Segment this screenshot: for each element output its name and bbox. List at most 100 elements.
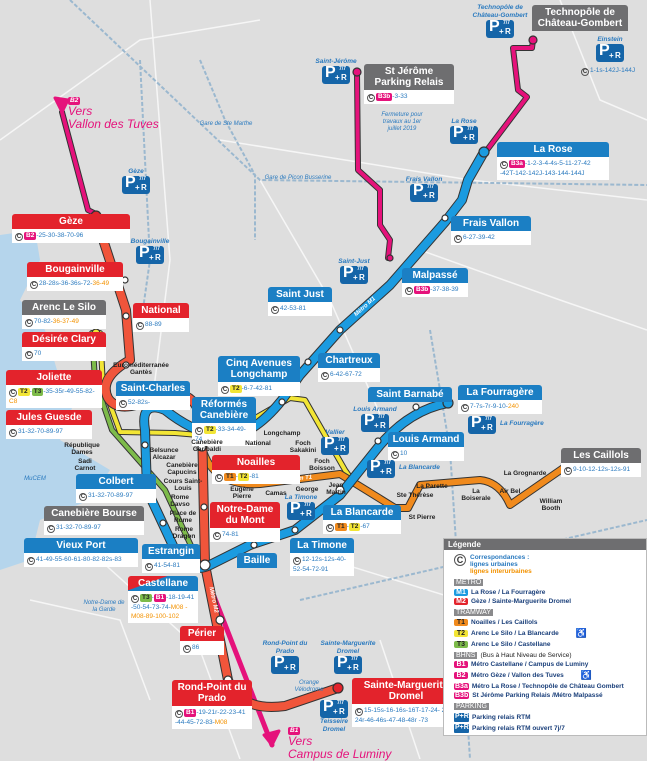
interurban-lines: M08 -M08-89-100-102 xyxy=(131,604,188,620)
connection-icon: C xyxy=(175,710,183,718)
tram-stop-label: St Pierre xyxy=(408,514,436,521)
tram-stop-label: Sadi Carnot xyxy=(74,458,96,472)
station-name: La Blancarde xyxy=(323,505,401,520)
station-name: Vieux Port xyxy=(24,538,138,553)
connection-icon: C xyxy=(461,404,469,412)
place-label: Notre-Dame de la Garde xyxy=(83,600,125,613)
park-and-ride-label: La Fourragère xyxy=(500,420,544,427)
tram-stop-label: Euroméditerranée Gantès xyxy=(113,362,169,376)
station-name: National xyxy=(133,303,189,318)
urban-lines: 41-54-81 xyxy=(154,562,181,569)
park-and-ride-label: Saint-Just xyxy=(338,258,370,265)
connection-icon: C xyxy=(15,233,23,241)
parking-77-icon: P+R xyxy=(454,724,469,733)
park-and-ride-icon: P+R xyxy=(596,43,624,62)
station-name: Louis Armand xyxy=(388,432,464,447)
station-name: La Timone xyxy=(290,538,354,553)
urban-lines: 74-81 xyxy=(222,531,239,538)
interurban-lines: M08 xyxy=(214,719,228,726)
urban-lines: 25-30-38-70-96 xyxy=(38,232,84,239)
tram-stop-label: La Grognarde xyxy=(503,470,547,477)
line-badge: T3 xyxy=(140,594,152,602)
station-name: St Jérôme Parking Relais xyxy=(364,64,454,90)
line-badge: B3a xyxy=(509,160,525,168)
tram-stop-label: Eugène Pierre xyxy=(230,486,254,500)
connection-icon: C xyxy=(293,557,301,565)
station-name: Noailles xyxy=(212,455,300,470)
tram-stop-label: La Boiserale xyxy=(461,488,491,502)
connection-icon: C xyxy=(213,532,221,540)
station-name: Jules Guesde xyxy=(6,410,92,425)
urban-lines: 41-49-55-60-61-80-82-82s-83 xyxy=(36,556,122,563)
station-name: La Rose xyxy=(497,142,609,157)
station-name: Chartreux xyxy=(318,353,380,368)
connection-icon: C xyxy=(136,322,144,330)
tram-stop-label: Foch Boisson xyxy=(309,458,335,472)
urban-lines: 52-82s- xyxy=(128,399,151,406)
line-badge: B3b xyxy=(414,286,431,294)
station-name: Périer xyxy=(180,626,224,641)
tram-stop-label: La Parette xyxy=(416,483,448,490)
station-name: Frais Vallon xyxy=(451,216,531,231)
connection-icon: C xyxy=(30,281,38,289)
tram-stop-label: George xyxy=(295,486,319,493)
park-and-ride-label: Bougainville xyxy=(130,238,170,245)
urban-lines: 70-82- xyxy=(34,318,53,325)
urban-lines: 31-32-70-89-97 xyxy=(18,428,63,435)
connection-icon: C xyxy=(454,554,466,566)
place-label: MuCEM xyxy=(24,476,46,482)
urban-lines: 18-19-41 -50-54-73-74- xyxy=(131,594,195,611)
station-name: Canebière Bourse xyxy=(44,506,144,521)
park-and-ride-label: Technopôle de Château-Gombert xyxy=(472,4,528,19)
line-badge: T2 xyxy=(348,523,361,531)
park-and-ride-label: Rond-Point du Prado xyxy=(262,640,308,655)
connection-icon: C xyxy=(564,467,572,475)
park-and-ride-label: Louis Armand xyxy=(353,406,397,413)
station-name: Sainte-Marguerite Dromel xyxy=(352,678,460,704)
connection-icon: C xyxy=(47,525,55,533)
urban-lines: 35-35r-49-55-82- xyxy=(45,388,95,395)
connection-icon: C xyxy=(367,94,375,102)
tram-stop-label: Longchamp xyxy=(263,430,301,437)
tram-stop-label: Rome Dragon xyxy=(172,526,196,540)
place-label: Orange Vélodrome xyxy=(294,680,324,693)
connection-icon: C xyxy=(391,451,399,459)
legend-title: Légende xyxy=(444,539,646,550)
connection-icon: C xyxy=(355,708,363,716)
tram-stop-label: Camas xyxy=(265,490,287,497)
connection-icon: C xyxy=(405,287,413,295)
line-badge: T2 xyxy=(18,388,30,396)
wheelchair-icon: ♿ xyxy=(575,628,587,638)
